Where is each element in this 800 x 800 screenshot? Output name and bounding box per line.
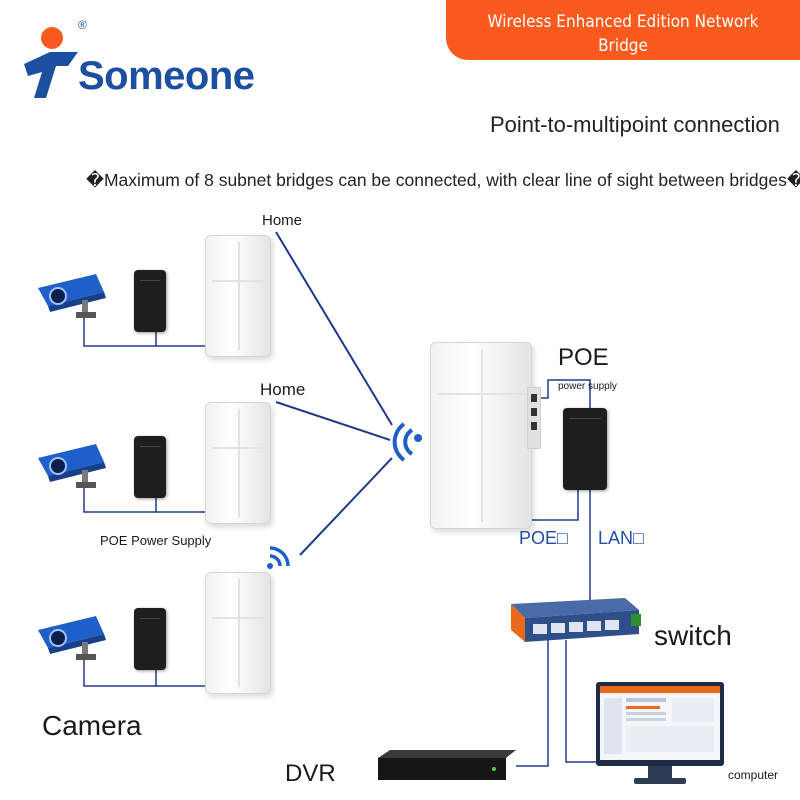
wifi-signal-icon [262,542,298,572]
bridge-device-icon [205,402,271,524]
camera-icon [36,612,110,662]
logo-person-icon [20,22,90,102]
wifi-signal-icon [392,420,432,464]
lan-port-label: LAN□ [598,528,644,548]
computer-label: computer [728,768,779,782]
link-line-home-3 [299,457,393,556]
headline: Point-to-multipoint connection [490,112,780,137]
link-line-home-2 [275,401,391,441]
dvr-icon [376,748,516,782]
poe-adapter-icon [134,270,166,332]
home-label-2: Home [260,380,306,399]
subheading: �Maximum of 8 subnet bridges can be conn… [86,170,800,190]
poe-adapter-icon [134,608,166,670]
camera-label: Camera [42,710,142,741]
poe-title-label: POE [558,344,609,371]
bridge-device-icon [205,572,271,694]
switch-icon [505,590,645,646]
poe-power-supply-label: POE Power Supply [100,533,212,548]
banner-line-2: Bridge [598,36,648,56]
poe-port-label: POE□ [519,528,568,548]
poe-adapter-icon [134,436,166,498]
monitor-icon [596,682,724,786]
camera-icon [36,440,110,490]
home-label-1: Home [262,212,303,229]
switch-label: switch [654,620,732,651]
brand-name: Someone [78,54,255,98]
registered-mark: ® [78,18,87,32]
title-banner: Wireless Enhanced Edition Network Bridge [446,0,800,60]
poe-subtitle-label: power supply [558,381,617,392]
bridge-device-icon [205,235,271,357]
camera-icon [36,270,110,320]
poe-adapter-icon [563,408,607,490]
banner-line-1: Wireless Enhanced Edition Network [487,12,759,32]
port-panel [527,387,541,449]
dvr-label: DVR [285,760,336,787]
main-bridge-device-icon [430,342,541,529]
link-line-home-1 [275,231,393,426]
